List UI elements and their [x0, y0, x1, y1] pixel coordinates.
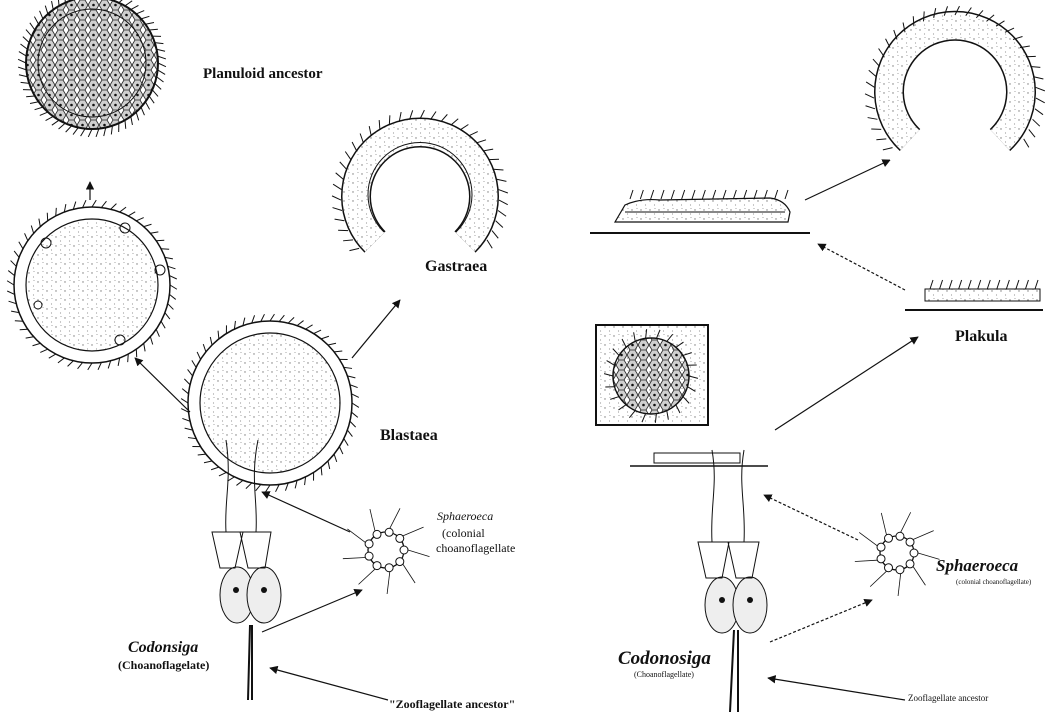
label-blastaea: Blastaea	[380, 427, 438, 445]
label-zooflagellate-ancestor-right: Zooflagellate ancestor	[908, 693, 988, 703]
codonosiga-right	[698, 450, 767, 712]
right-arrows	[764, 160, 918, 700]
label-plakula: Plakula	[955, 328, 1007, 346]
blastaea-specialized	[7, 200, 177, 370]
label-sphaeroeca-left: Sphaeroeca	[437, 509, 493, 524]
label-codonsiga: Codonsiga	[128, 639, 198, 657]
sphaeroeca-colony-right	[855, 512, 940, 596]
gastraea-right	[865, 6, 1045, 150]
label-codonosiga: Codonosiga	[618, 648, 711, 670]
label-sphaeroeca-right-desc: (colonial choanoflagellate)	[956, 578, 1031, 586]
plakula	[905, 280, 1043, 310]
label-gastraea: Gastraea	[425, 258, 487, 276]
blastaea	[181, 314, 359, 492]
label-sphaeroeca-left-desc2: choanoflagellate	[436, 541, 515, 556]
label-sphaeroeca-left-desc1: (colonial	[442, 526, 485, 541]
sphaeroeca-colony-left	[343, 508, 430, 594]
gastraea	[332, 110, 508, 251]
label-codonosiga-desc: (Choanoflagellate)	[634, 670, 694, 679]
trichoplax-inset	[596, 325, 708, 425]
flat-ancestor	[630, 453, 768, 466]
label-sphaeroeca-right: Sphaeroeca	[936, 556, 1018, 576]
label-codonsiga-desc: (Choanoflagelate)	[118, 658, 209, 673]
folded-plakula	[590, 190, 810, 233]
label-planuloid-ancestor: Planuloid ancestor	[203, 66, 323, 83]
label-zooflagellate-ancestor-left: "Zooflagellate ancestor"	[389, 697, 515, 712]
planuloid-ancestor	[18, 0, 166, 137]
